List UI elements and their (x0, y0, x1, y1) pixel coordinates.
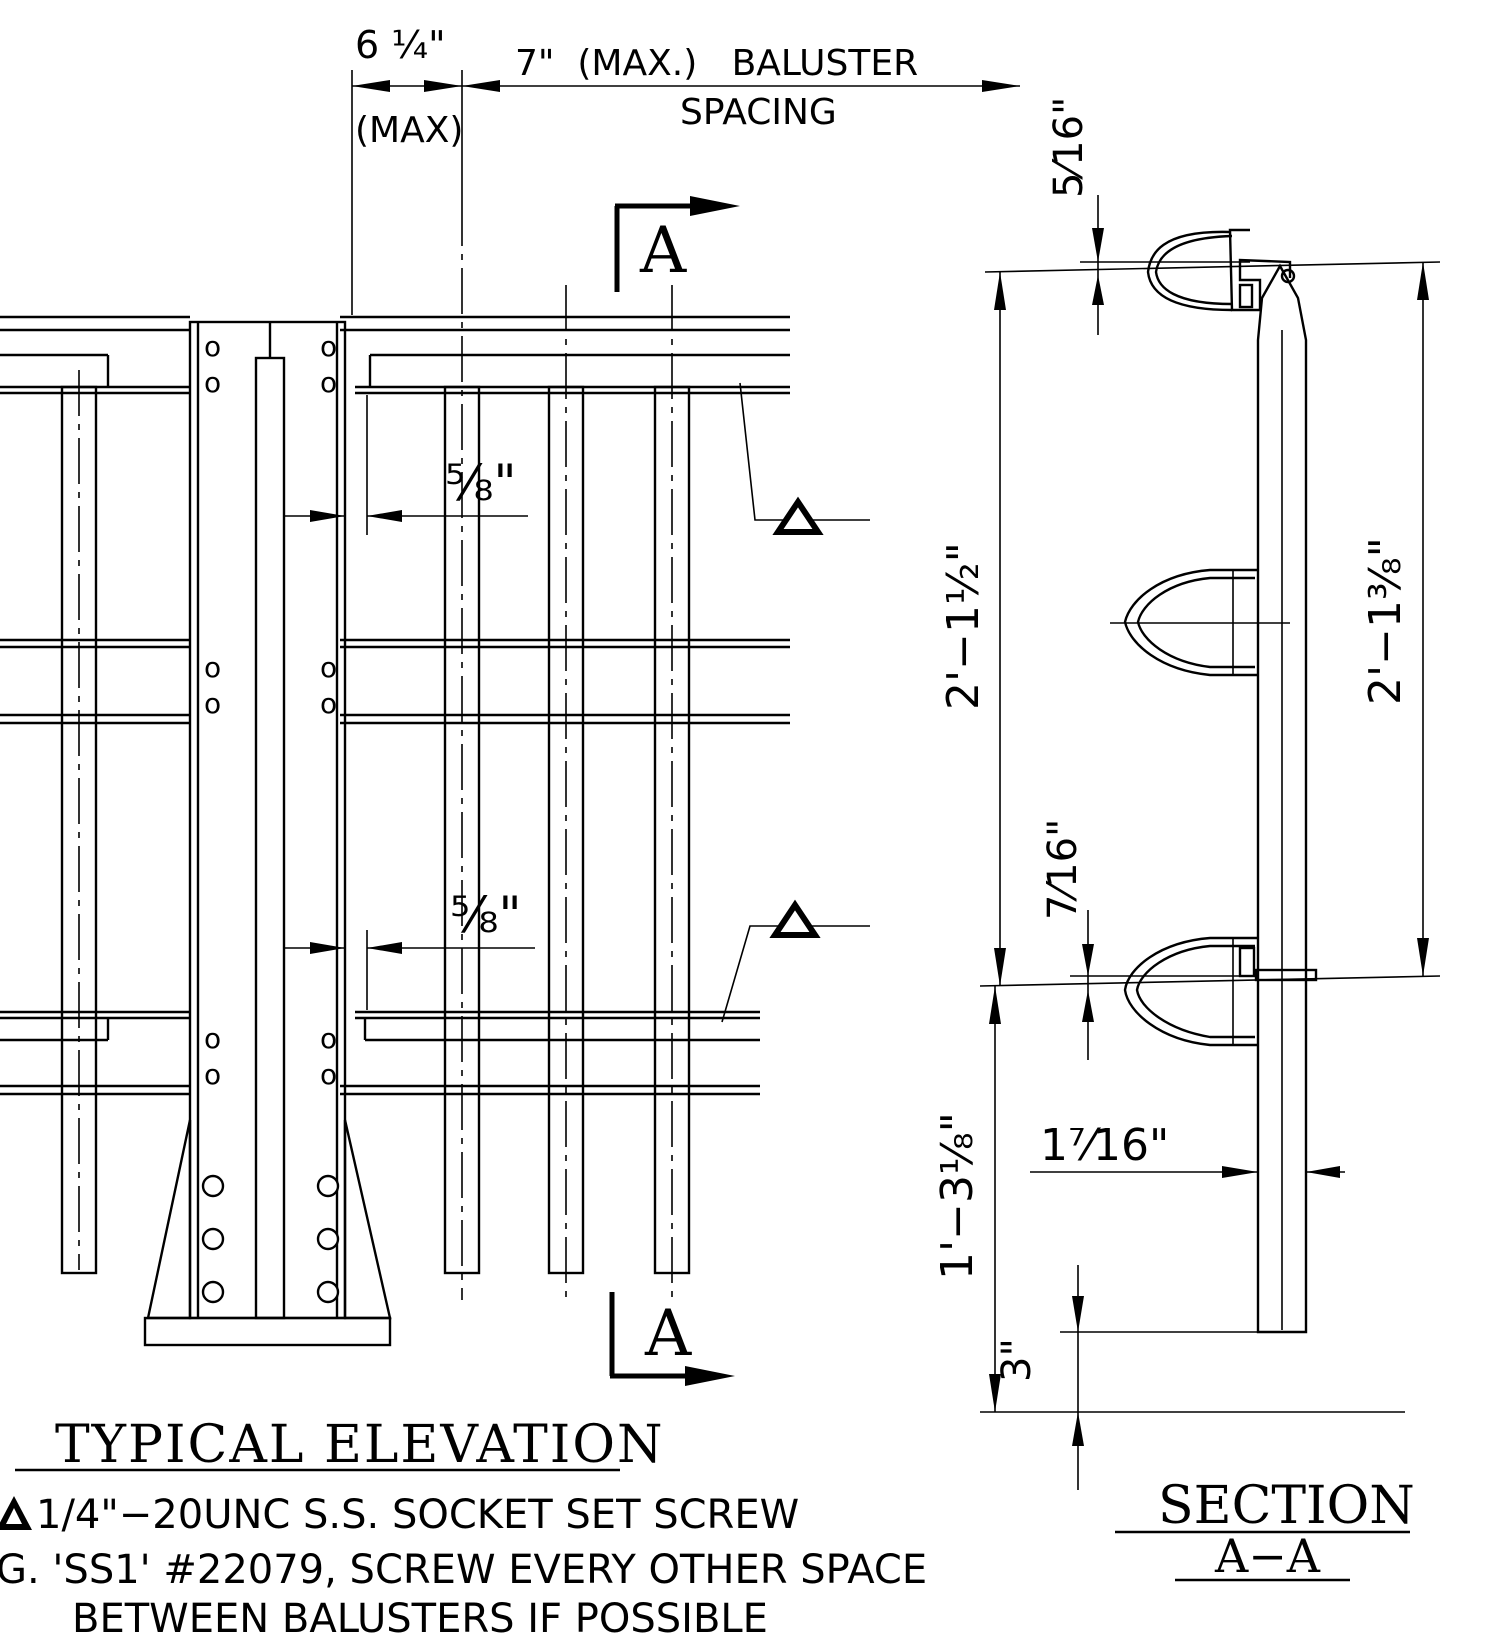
section-dim-right (1417, 262, 1429, 976)
svg-text:o: o (204, 1022, 221, 1055)
note-line-1: 1/4"−20UNC S.S. SOCKET SET SCREW (36, 1492, 799, 1538)
section-cut-bottom (609, 1292, 735, 1386)
dim-gap-upper: ⅝" (445, 454, 516, 512)
svg-text:o: o (204, 366, 221, 399)
section-dim-post-width (1030, 1166, 1345, 1178)
set-screw-leader-lower (721, 899, 870, 1023)
section-cut-top (614, 196, 740, 292)
bottom-rail (0, 1010, 760, 1096)
baluster-3 (653, 285, 691, 1300)
elevation-view: o o o o o o o o o o o o (0, 23, 1020, 1638)
post-holes: o o o o o o o o o o o o (201, 330, 340, 1304)
top-rail (0, 315, 790, 395)
section-dim-left-lower (989, 986, 1001, 1412)
gap-dimension-upper (285, 395, 528, 535)
svg-text:o: o (204, 687, 221, 720)
section-dim-left-upper-label: 2'−1½" (938, 542, 989, 710)
section-marker-top: A (639, 214, 687, 288)
svg-text:o: o (320, 366, 337, 399)
dim-gap-lower: ⅝" (450, 886, 521, 944)
section-marker-bottom: A (644, 1297, 692, 1371)
svg-text:o: o (320, 1022, 337, 1055)
section-dim-post-width-label: 1⁷⁄16" (1040, 1120, 1169, 1171)
section-dim-7-16 (1070, 910, 1250, 1060)
section-title-sub: A−A (1214, 1529, 1321, 1583)
section-middle-rail (1110, 568, 1290, 677)
section-dim-left-lower-label: 1'−3⅛" (932, 1112, 983, 1280)
baluster-1 (443, 200, 481, 1300)
dim-spacing-line2: SPACING (680, 92, 837, 133)
section-top-rail (1146, 228, 1296, 312)
section-dim-bottom-gap (1072, 1265, 1084, 1490)
note-line-2: G. 'SS1' #22079, SCREW EVERY OTHER SPACE (0, 1547, 927, 1593)
svg-text:o: o (204, 330, 221, 363)
section-title: SECTION (1158, 1476, 1415, 1536)
baluster-2 (547, 285, 585, 1300)
svg-text:o: o (204, 1058, 221, 1091)
svg-text:o: o (320, 651, 337, 684)
svg-text:o: o (320, 1058, 337, 1091)
baluster-left (60, 370, 98, 1275)
section-dim-bottom-gap-label: 3" (994, 1338, 1040, 1382)
note-line-3: BETWEEN BALUSTERS IF POSSIBLE (72, 1596, 768, 1638)
svg-text:o: o (204, 651, 221, 684)
section-dim-5-16 (1080, 195, 1250, 335)
dim-top-left-sub: (MAX) (355, 110, 463, 151)
section-dim-right-label: 2'−1⅜" (1360, 537, 1411, 705)
dim-spacing-line1: 7" (MAX.) BALUSTER (515, 43, 918, 84)
post (143, 320, 392, 1347)
dim-top-left: 6 ¼" (355, 23, 446, 67)
section-dim-top-rail-offset: 5⁄16" (1046, 97, 1092, 198)
gap-dimension-lower (285, 930, 535, 1010)
svg-text:o: o (320, 330, 337, 363)
elevation-title: TYPICAL ELEVATION (55, 1415, 664, 1475)
section-view: 5⁄16" 2'−1½" 2'−1⅜" 7⁄16" (932, 97, 1441, 1583)
set-screw-leader-upper (739, 382, 870, 535)
section-dim-mid-offset: 7⁄16" (1040, 819, 1086, 920)
section-post (1256, 263, 1308, 1334)
section-dim-left-upper (994, 272, 1006, 986)
svg-text:o: o (320, 687, 337, 720)
top-dimensions (351, 70, 1020, 315)
section-bottom-rail (1123, 936, 1318, 1047)
